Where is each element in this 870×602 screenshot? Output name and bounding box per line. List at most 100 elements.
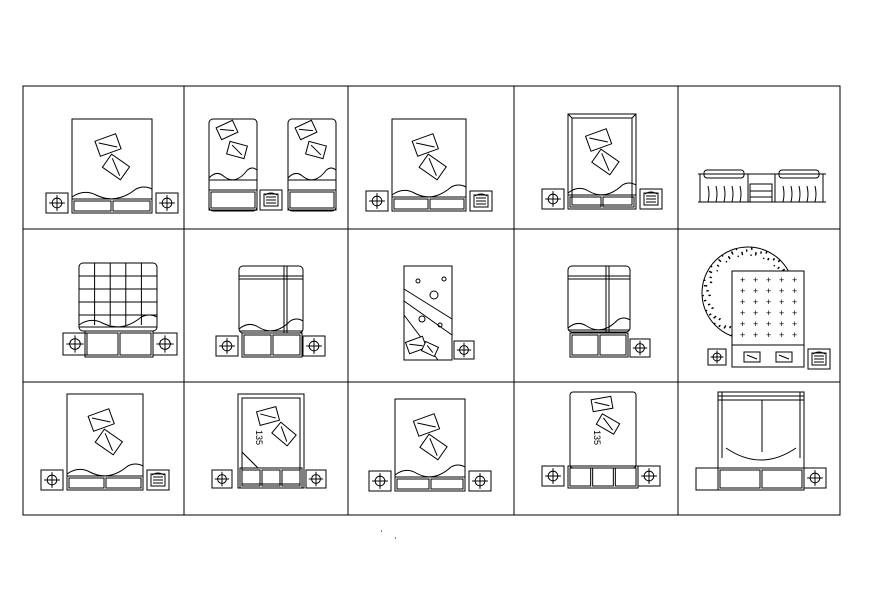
svg-text:+: +	[792, 286, 797, 296]
pillow-icon	[87, 408, 115, 432]
svg-text:+: +	[766, 286, 771, 296]
telephone-icon	[146, 469, 170, 491]
bed-blocks: ++++++++++++++++++++++++++++++ 135 135	[40, 113, 831, 492]
svg-text:+: +	[779, 319, 784, 329]
svg-text:+: +	[740, 330, 745, 340]
pillow-icon	[412, 413, 441, 437]
pillow-icon	[101, 153, 131, 181]
svg-text:+: +	[779, 297, 784, 307]
bed-block-r3c5	[695, 391, 827, 491]
bed	[391, 118, 467, 212]
nightstand-lamp-icon	[453, 340, 475, 360]
pillow-icon	[271, 421, 297, 447]
bed-block-r2c4	[567, 265, 651, 358]
svg-text:+: +	[753, 275, 758, 285]
nightstand-lamp-icon	[152, 332, 178, 356]
bed: 135	[237, 393, 305, 489]
bed-block-r3c3	[368, 398, 492, 492]
nightstand-lamp-icon	[468, 470, 492, 492]
svg-text:+: +	[792, 319, 797, 329]
svg-text:+: +	[753, 330, 758, 340]
pillow-icon	[94, 133, 122, 157]
bed-block-r3c1	[40, 393, 170, 491]
svg-text:+: +	[779, 308, 784, 318]
single-bed	[208, 118, 258, 212]
bed-block-r1c3	[365, 118, 493, 212]
svg-text:+: +	[753, 319, 758, 329]
telephone-icon	[807, 348, 831, 370]
svg-text:+: +	[740, 319, 745, 329]
drawer-unit	[241, 332, 303, 358]
svg-text:+: +	[766, 319, 771, 329]
drawer-unit	[239, 467, 303, 489]
dimension-label: 135	[254, 430, 264, 445]
pillow-icon	[255, 406, 281, 426]
bed	[66, 393, 144, 491]
bed-block-r3c2: 135	[211, 393, 327, 489]
svg-text:+: +	[779, 275, 784, 285]
bed	[403, 265, 453, 361]
nightstand-lamp-icon	[707, 348, 727, 366]
pillow-icon	[420, 340, 440, 358]
nightstand-lamp-icon	[629, 338, 651, 358]
pillow-icon	[226, 140, 248, 160]
svg-text:+: +	[766, 297, 771, 307]
nightstand-lamp-icon	[637, 465, 661, 487]
nightstand-lamp-icon	[541, 465, 565, 487]
pillow-icon	[94, 428, 124, 456]
nightstand-lamp-icon	[155, 192, 179, 214]
svg-text:+: +	[740, 297, 745, 307]
bed-block-r2c1	[62, 262, 178, 358]
pillow-icon	[595, 413, 621, 435]
svg-text:+: +	[766, 275, 771, 285]
telephone-icon	[259, 189, 283, 211]
svg-text:+: +	[792, 297, 797, 307]
pillow-icon	[775, 351, 793, 363]
svg-text:+: +	[779, 286, 784, 296]
svg-text:+: +	[740, 275, 745, 285]
bed-block-r2c5: ++++++++++++++++++++++++++++++	[701, 246, 831, 370]
nightstand-lamp-icon	[365, 190, 389, 212]
svg-text:+: +	[753, 308, 758, 318]
bed	[567, 265, 631, 358]
nightstand-lamp-icon	[302, 335, 326, 357]
pillow-icon	[743, 351, 761, 363]
drawer-unit	[208, 189, 258, 211]
pillow-icon	[584, 128, 613, 152]
telephone-icon	[469, 190, 493, 212]
dimension-label: 135	[592, 430, 602, 445]
bed	[78, 262, 158, 358]
svg-text:+: +	[740, 308, 745, 318]
nightstand-lamp-icon	[215, 335, 239, 357]
bed	[394, 398, 466, 492]
drawer-unit	[567, 194, 637, 210]
bed-block-r1c5	[698, 169, 826, 203]
pillow-icon	[591, 148, 620, 176]
bed: ++++++++++++++++++++++++++++++	[731, 270, 805, 368]
svg-text:+: +	[779, 330, 784, 340]
nightstand-lamp-icon	[368, 470, 392, 492]
bed	[567, 113, 637, 210]
twin-beds-elevation-view	[698, 169, 826, 203]
svg-text:+: +	[740, 286, 745, 296]
svg-text:+: +	[753, 286, 758, 296]
nightstand-lamp-icon	[211, 469, 233, 489]
pillow-icon	[419, 433, 448, 461]
pillow-icon	[305, 140, 327, 160]
nightstand-lamp-icon	[803, 467, 827, 489]
pillow-icon	[590, 395, 614, 413]
bed-block-r1c4	[541, 113, 663, 210]
telephone-icon	[639, 188, 663, 210]
drawer-unit	[71, 198, 153, 214]
nightstand-lamp-icon	[62, 332, 88, 356]
pillow-icon	[294, 119, 318, 141]
pillow-icon	[418, 153, 447, 181]
bed-block-r1c1	[45, 118, 179, 214]
canopy-bed	[717, 391, 805, 491]
svg-text:+: +	[792, 308, 797, 318]
bed-block-r2c2	[215, 265, 326, 358]
svg-text:+: +	[753, 297, 758, 307]
svg-text:+: +	[792, 330, 797, 340]
nightstand-lamp-icon	[40, 469, 64, 491]
